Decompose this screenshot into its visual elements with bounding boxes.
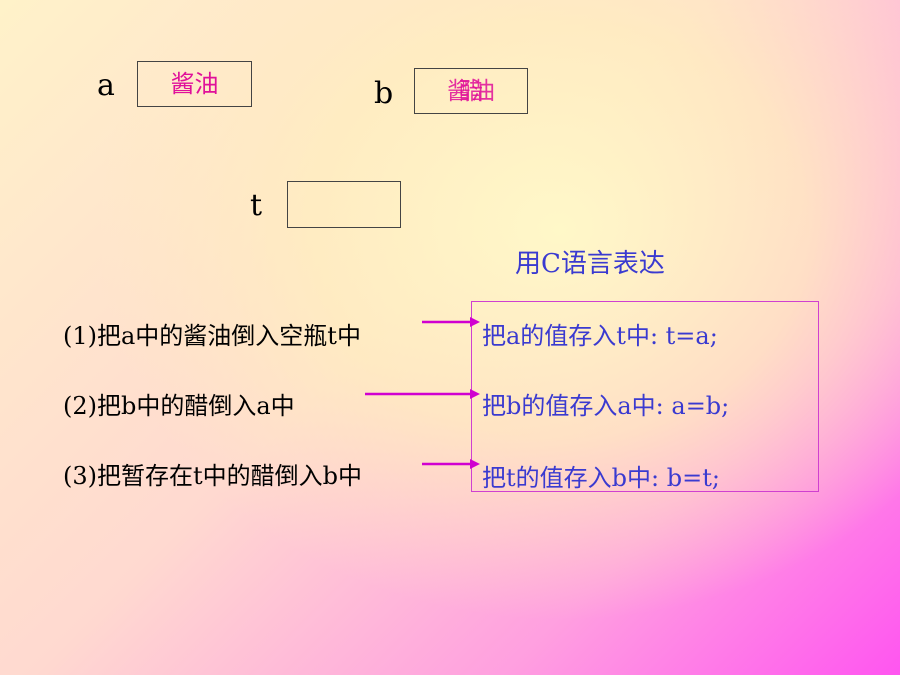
var-b-overlay-content: 酱油: [447, 77, 495, 105]
step-2-code: 把b的值存入a中: a=b;: [482, 392, 730, 420]
c-language-title: 用C语言表达: [515, 249, 665, 279]
step-2-text: (2)把b中的醋倒入a中: [63, 392, 295, 420]
step-3-text: (3)把暂存在t中的醋倒入b中: [63, 462, 363, 490]
step-3-code: 把t的值存入b中: b=t;: [482, 464, 720, 492]
var-t-label: t: [250, 188, 263, 223]
step-1-text: (1)把a中的酱油倒入空瓶t中: [63, 322, 361, 350]
var-a-label: a: [97, 68, 115, 103]
var-a-box: 酱油: [137, 61, 252, 107]
arrow-1-head: [470, 317, 480, 327]
step-1-code: 把a的值存入t中: t=a;: [482, 322, 718, 350]
var-a-content: 酱油: [170, 70, 219, 98]
var-b-box: 醋 酱油: [414, 68, 528, 114]
arrow-3-head: [470, 459, 480, 469]
arrow-2-head: [470, 389, 480, 399]
var-b-content: 醋: [459, 77, 483, 105]
var-t-box: [287, 181, 401, 228]
var-b-label: b: [374, 76, 394, 111]
